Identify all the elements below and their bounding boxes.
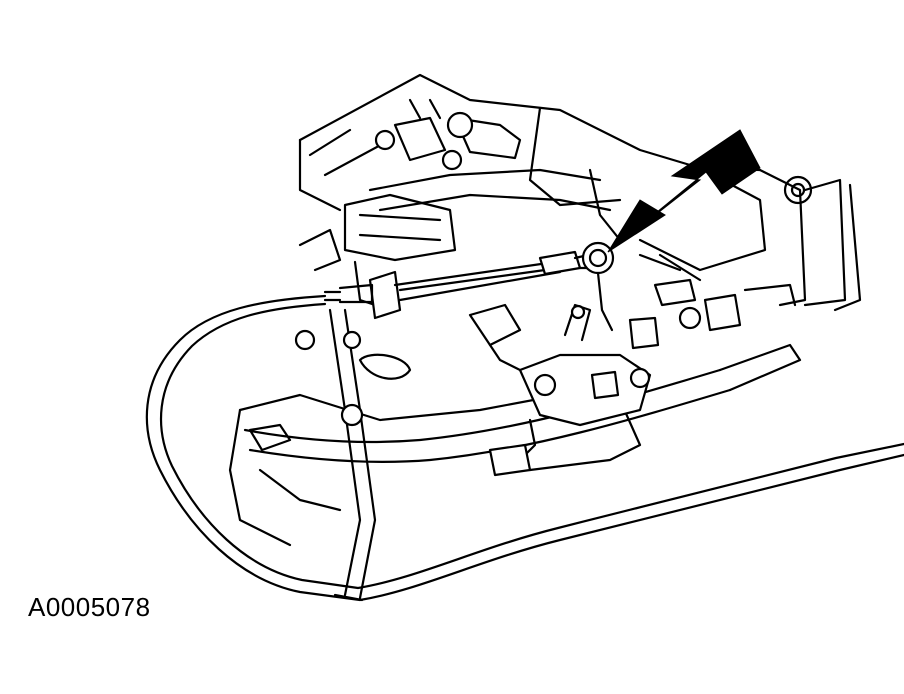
arrow-icon	[607, 129, 761, 253]
cable-loop	[145, 294, 904, 602]
electrical-connectors	[374, 98, 522, 171]
oil-pan	[228, 343, 802, 547]
manual-shift-lever	[468, 303, 652, 477]
figure-id-label: A0005078	[28, 592, 151, 622]
shift-cable-assembly	[323, 241, 615, 332]
support-strut	[294, 308, 412, 602]
mounting-bracket	[298, 193, 457, 272]
selector-components	[628, 253, 797, 350]
